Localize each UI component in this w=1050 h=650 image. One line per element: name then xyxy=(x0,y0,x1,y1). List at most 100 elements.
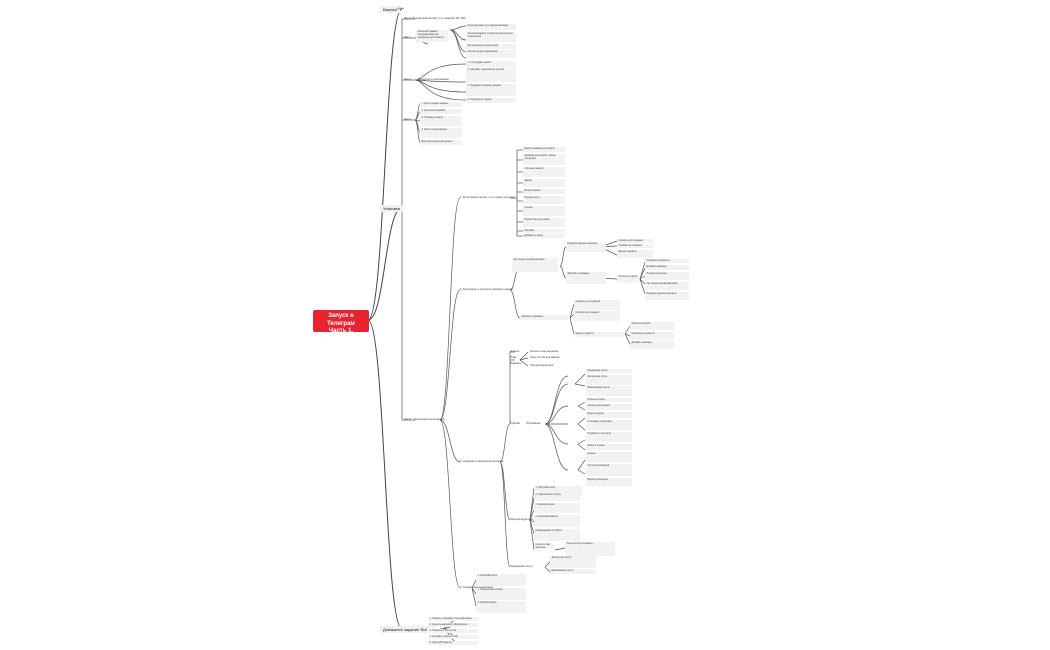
step2-item-1: 1. Что продает канал? xyxy=(466,61,516,67)
content-item-8: Подборки и чек-листы xyxy=(586,432,632,442)
step3-item-4: 4. Имя и ссылка канала xyxy=(420,128,462,138)
content-item-1: Продающие посты xyxy=(586,369,632,373)
avatar-sub-2: Сервисы для создания xyxy=(574,300,620,310)
avatar-opt-8: Как создать дизайн аватарки xyxy=(645,282,689,290)
node-step0[interactable]: Шаг 0. Полная диагностика тг (тг-каналов… xyxy=(404,17,466,20)
branch-homework[interactable]: Домашнее задание №4 xyxy=(380,626,430,633)
content-list-2: 2. Подключение оплаты xyxy=(534,493,580,501)
node-content[interactable]: 3. Создание и наполнение контента xyxy=(460,460,504,463)
reg-item-4: Закреп xyxy=(523,179,565,187)
tech-item-1: 1. Настройка бота xyxy=(476,574,526,586)
content-list-5: Рекомендации по работе xyxy=(534,529,580,541)
hw-item-5: 5. Сдать ДЗ куратору xyxy=(428,641,478,645)
content-item-3: Вовлекающие посты xyxy=(586,386,632,396)
reg-item-9: Реклама xyxy=(523,229,565,233)
content-tag-6: Прогрев аудитории xyxy=(510,518,534,521)
hw-item-2: 2. Сделать аватарку и оформление xyxy=(428,623,478,627)
reg-item-1: Выбор названия для канала xyxy=(523,147,565,152)
node-avatar[interactable]: 2. Как создать и настроить аватарку кана… xyxy=(460,288,513,291)
content-tag-4: Рубрики xyxy=(510,422,521,425)
step3-item-1: 1. Цели и задачи канала xyxy=(420,102,462,107)
root-title-line1: Запуск в Телеграм xyxy=(327,313,355,327)
branch-packaging[interactable]: Упаковка xyxy=(380,205,403,212)
reg-item-8: Приветствие для новых xyxy=(523,218,565,227)
root-title-line2: Часть 1. Упаковка xyxy=(327,328,355,342)
reg-item-7: Ссылки xyxy=(523,206,565,216)
node-step4[interactable]: Шаг 4 xyxy=(404,418,411,421)
step2-item-2: 2. Сделайте предложение для ЦА xyxy=(466,68,516,82)
content-item-4: Личные истории xyxy=(586,398,632,402)
branch-important[interactable]: Важное xyxy=(380,6,401,13)
reg-item-2: Аватарка для канала, общая концепция xyxy=(523,154,565,165)
avatar-sub-7: Добавить аватарку xyxy=(630,341,674,349)
avatar-opt-1: Сервисы для создания xyxy=(617,239,653,243)
node-step3[interactable]: Шаг 3 xyxy=(404,118,411,121)
branch-packaging-label: Упаковка xyxy=(383,206,400,211)
tech-item-2: 2. Подключение оплаты xyxy=(476,588,526,600)
content-item-11: Частота публикаций xyxy=(586,464,632,476)
hw-item-1: 1. Создать и оформить Телеграм-канал xyxy=(428,617,478,621)
content-list-1: 1. Настройка бота xyxy=(534,486,580,491)
avatar-sub-6: Проверка читаемости xyxy=(630,332,674,340)
content-item-5: Опросы и викторины xyxy=(586,404,632,410)
content-item-7: Голосовые сообщения xyxy=(586,420,632,430)
step2-item-3: 3. Продумайте воронку продаж xyxy=(466,84,516,96)
content-item-6: Видео и кружки xyxy=(586,412,632,418)
hw-item-4: 4. Составить контент-план xyxy=(428,635,478,639)
step1-desc: Разберем главный Телеграм-канал как плат… xyxy=(416,30,448,42)
content-small-3: Прогрев аудитории xyxy=(530,364,554,367)
content-tag-7: Продающие посты xyxy=(510,565,533,568)
avatar-desc-1: Как создать дизайн аватарки xyxy=(512,258,558,272)
tech-item-3: 3. Автоматизация xyxy=(476,601,526,613)
content-list-6: Контент-план на месяц xyxy=(534,543,554,549)
content-list-7: Типы постов для канала xyxy=(565,542,615,556)
content-tag-1: Контент xyxy=(510,350,520,353)
step1-item-2: Телеграм-каналы стоимость контента для п… xyxy=(466,32,516,42)
step2-item-4: 4. Определите продукт xyxy=(466,98,516,103)
node-step2[interactable]: Шаг 2 xyxy=(404,78,411,81)
step3-item-5: Дополнительные материалы xyxy=(420,140,462,145)
content-list-3: 3. Автоматизация xyxy=(534,503,580,513)
avatar-opt-3: Цвета и шрифты xyxy=(617,250,653,258)
avatar-opt-4: Логотип или фото xyxy=(617,275,639,283)
node-registration[interactable]: 1. Регистрация группы, и что нужно для э… xyxy=(460,196,515,199)
content-item-10: Анонсы xyxy=(586,452,632,462)
node-step4-sub: Контентная сетка канала xyxy=(414,418,445,421)
avatar-opt-5: Проверка читаемости xyxy=(645,259,689,263)
content-list-9: Вовлекающие посты xyxy=(550,569,596,574)
avatar-sub-4: Цвета и шрифты xyxy=(574,332,624,337)
avatar-sub-5: Логотип или фото xyxy=(630,322,674,330)
content-item-9: Кейсы и отзывы xyxy=(586,444,632,450)
reg-item-10: Добавить в папку xyxy=(523,234,565,238)
avatar-opt-9: Примеры удачных аватарок xyxy=(645,292,689,300)
content-small-1: Контент-план на месяц xyxy=(530,350,558,353)
content-item-2: Экспертные посты xyxy=(586,375,632,385)
node-step1[interactable]: Шаг 1 xyxy=(404,36,411,39)
avatar-sub-3: Ошибки при создании xyxy=(574,311,620,321)
avatar-desc-3: Форматы и размеры xyxy=(566,272,606,284)
avatar-desc-2: Примеры удачных аватарок xyxy=(566,242,606,252)
step3-item-2: 2. Как монетизировать xyxy=(420,109,462,114)
content-tag-2: План xyxy=(510,356,517,359)
step1-item-3: Как привлекать подписчиков xyxy=(466,44,516,49)
node-tech[interactable]: 4. Техническая реализация xyxy=(460,586,493,589)
avatar-opt-6: Добавить аватарку xyxy=(645,265,689,270)
avatar-sub-1: Форматы и размеры xyxy=(520,315,568,320)
root-node[interactable]: Запуск в Телеграм Часть 1. Упаковка xyxy=(313,310,369,342)
content-list-8: Экспертные посты xyxy=(550,556,596,568)
avatar-opt-2: Ошибки при создании xyxy=(617,244,653,248)
step3-item-3: 3. Описание канала xyxy=(420,116,462,126)
content-tag-3: Форматы xyxy=(510,362,522,365)
node-step2-sub: Продукты и предложение xyxy=(418,78,449,81)
hw-item-3: 3. Написать 5 first постов xyxy=(428,629,478,633)
content-list-4: 4. Аналитика канала xyxy=(534,515,580,527)
content-tag-5: Публикации xyxy=(526,422,541,425)
reg-item-3: Описание канала xyxy=(523,167,565,177)
step1-item-1: Телеграм-канал это отдельный медиа xyxy=(466,24,516,30)
branch-homework-label: Домашнее задание №4 xyxy=(383,627,427,632)
avatar-opt-7: Полезные ресурсы xyxy=(645,272,689,280)
content-small-2: Типы постов для канала xyxy=(530,356,560,359)
step1-item-4: Сколько нужно подписчиков xyxy=(466,50,516,58)
tag-day: +день xyxy=(397,7,405,10)
